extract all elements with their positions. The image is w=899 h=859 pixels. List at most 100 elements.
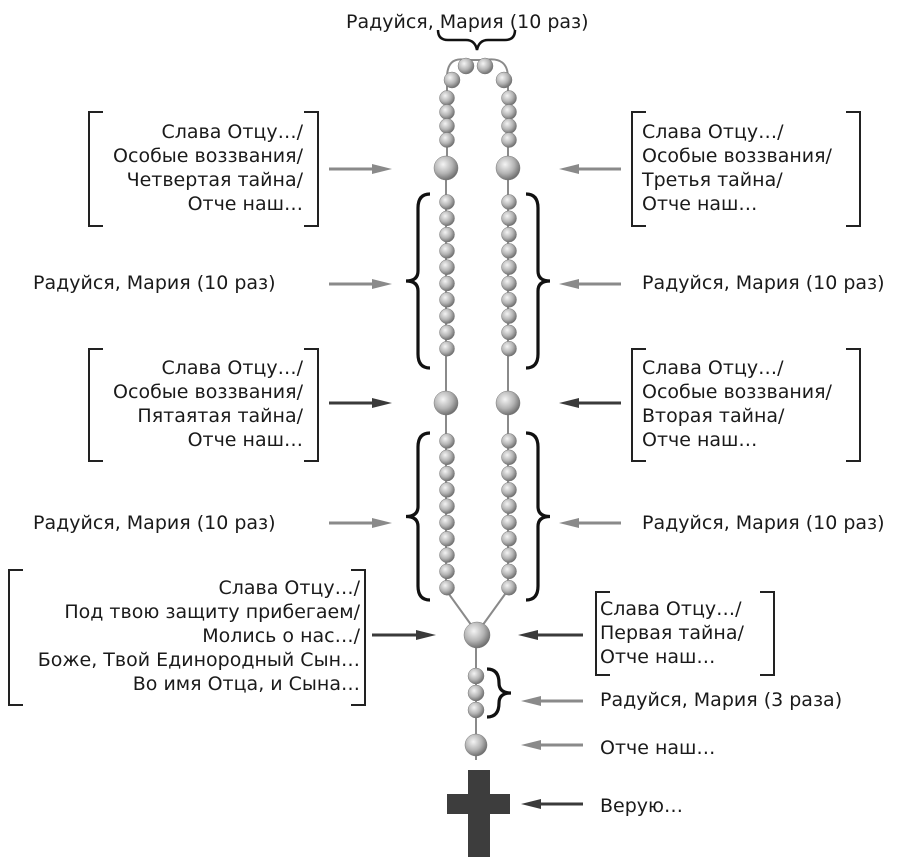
- left-decade-1-label: Радуйся, Мария (10 раз): [33, 272, 276, 294]
- bracket: [88, 111, 103, 227]
- bead: [457, 57, 475, 75]
- bracket: [351, 569, 366, 706]
- bead: [501, 482, 517, 498]
- bead: [467, 701, 485, 719]
- bead: [439, 465, 455, 482]
- bead: [501, 465, 517, 482]
- arrow-head: [372, 518, 392, 528]
- arrow-head: [416, 630, 436, 640]
- prayer-line: Слава Отцу…/: [161, 357, 303, 379]
- bead: [439, 118, 455, 134]
- bead: [501, 118, 517, 134]
- prayer-line: Пятаятая тайна/: [137, 405, 303, 427]
- prayer-line: Отче наш…: [187, 193, 303, 215]
- bracket: [846, 111, 861, 227]
- bead: [501, 194, 517, 210]
- right-bottom-prayers: Слава Отцу…/ Первая тайна/ Отче наш…: [600, 597, 765, 669]
- prayer-line: Четвертая тайна/: [126, 169, 303, 191]
- prayer-line: Отче наш…: [642, 429, 758, 451]
- bead: [439, 482, 455, 498]
- bracket: [8, 569, 23, 706]
- bracket: [88, 348, 103, 462]
- bead: [439, 259, 455, 275]
- curly-brace: [525, 192, 551, 370]
- bracket: [595, 591, 610, 676]
- bead: [501, 433, 517, 449]
- prayer-line: Слава Отцу…/: [161, 121, 303, 143]
- bead: [501, 210, 517, 227]
- bead: [439, 90, 455, 106]
- arrow-head: [518, 630, 538, 640]
- left-decade-2-label: Радуйся, Мария (10 раз): [33, 512, 276, 534]
- our-father-label: Отче наш…: [600, 737, 716, 759]
- bead: [501, 547, 517, 563]
- bracket: [846, 348, 861, 462]
- rosary-beads: [433, 57, 521, 757]
- bead: [501, 514, 517, 531]
- bead: [501, 104, 517, 120]
- right-decade-1-label: Радуйся, Мария (10 раз): [642, 272, 885, 294]
- bead: [439, 194, 455, 210]
- bead: [439, 104, 455, 120]
- bead: [439, 210, 455, 227]
- bead: [439, 449, 455, 466]
- bracket: [631, 111, 646, 227]
- bead: [439, 308, 455, 324]
- bracket: [304, 348, 319, 462]
- prayer-line: Особые воззвания/: [642, 145, 832, 167]
- bead: [439, 514, 455, 531]
- prayer-line: Первая тайна/: [600, 622, 744, 644]
- bead: [501, 308, 517, 324]
- bead: [439, 498, 455, 514]
- arrow-head: [521, 696, 541, 706]
- bead: [501, 340, 517, 357]
- bead: [501, 275, 517, 292]
- bead: [501, 324, 517, 341]
- bead: [463, 621, 491, 649]
- three-aves-label: Радуйся, Мария (3 раза): [600, 689, 843, 711]
- arrow-head: [372, 279, 392, 289]
- right-top-prayers: Слава Отцу…/ Особые воззвания/ Третья та…: [642, 120, 852, 216]
- bead: [439, 433, 455, 449]
- bead: [464, 733, 488, 757]
- bead: [439, 275, 455, 292]
- bead: [439, 243, 455, 259]
- prayer-line: Особые воззвания/: [113, 145, 303, 167]
- bead: [501, 226, 517, 243]
- bead: [501, 259, 517, 275]
- prayer-line: Третья тайна/: [642, 169, 783, 191]
- prayer-line: Особые воззвания/: [642, 381, 832, 403]
- bead: [476, 57, 494, 75]
- cross-icon: [447, 770, 510, 857]
- arrow-head: [521, 740, 541, 750]
- bracket: [631, 348, 646, 462]
- left-mid-prayers: Слава Отцу…/ Особые воззвания/ Пятаятая …: [95, 356, 303, 452]
- bead: [433, 155, 459, 181]
- bead: [501, 563, 517, 580]
- bead: [495, 390, 521, 416]
- prayer-line: Слава Отцу…/: [642, 121, 784, 143]
- bead: [467, 684, 485, 702]
- prayer-line: Боже, Твой Единородный Сын…: [37, 649, 360, 671]
- bead: [439, 292, 455, 308]
- bead: [467, 667, 485, 685]
- bead: [501, 449, 517, 466]
- prayer-line: Слава Отцу…/: [642, 357, 784, 379]
- left-bottom-prayers: Слава Отцу…/ Под твою защиту прибегаем/ …: [14, 576, 360, 696]
- prayer-line: Молись о нас…/: [202, 625, 360, 647]
- arrow-head: [372, 398, 392, 408]
- brackets: [8, 111, 861, 706]
- curly-brace: [525, 431, 551, 602]
- bead: [439, 531, 455, 547]
- bead: [501, 292, 517, 308]
- bead: [439, 226, 455, 243]
- bead: [443, 71, 461, 89]
- arrows: [329, 164, 621, 809]
- right-decade-2-label: Радуйся, Мария (10 раз): [642, 512, 885, 534]
- curly-brace: [405, 192, 431, 370]
- bead: [495, 155, 521, 181]
- prayer-line: Особые воззвания/: [113, 381, 303, 403]
- prayer-line: Слава Отцу…/: [600, 598, 742, 620]
- bead: [501, 579, 517, 596]
- bead: [439, 324, 455, 341]
